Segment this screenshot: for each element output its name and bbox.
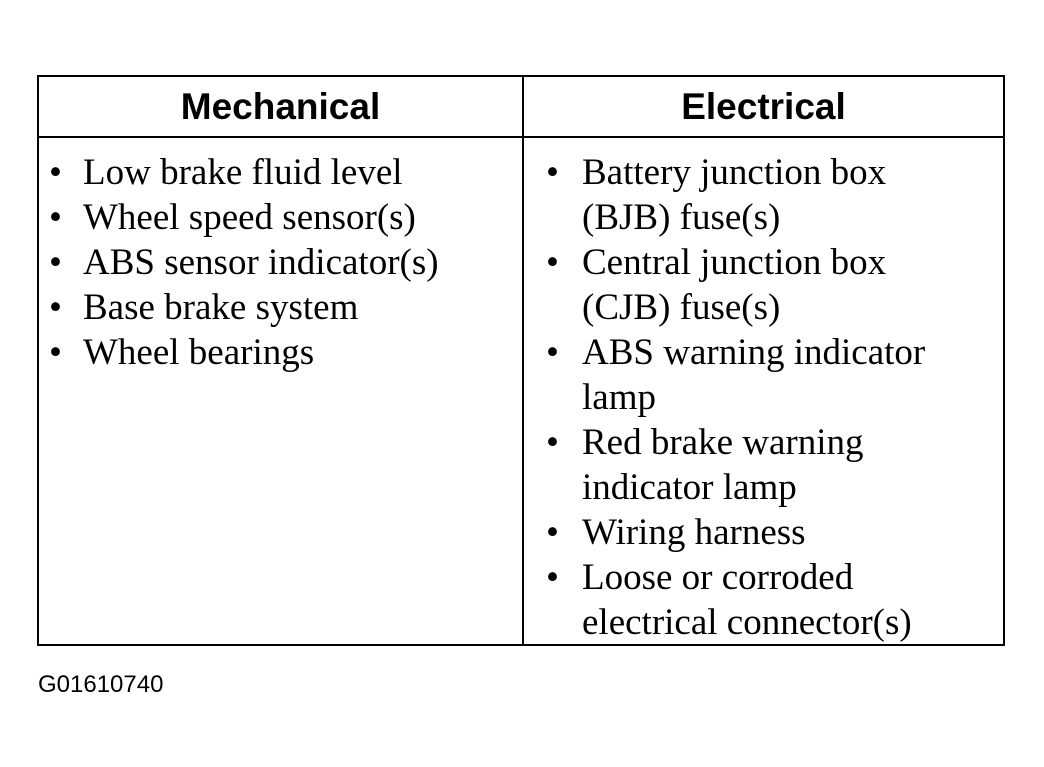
header-mechanical: Mechanical <box>39 77 524 138</box>
item-text-line: (CJB) fuse(s) <box>582 287 781 328</box>
item-text: Base brake system <box>83 287 359 328</box>
diagnostic-table: Mechanical Electrical • Low brake fluid … <box>37 75 1005 646</box>
list-item: • ABS warning indicator lamp <box>524 330 1003 420</box>
bullet-icon: • <box>49 197 62 238</box>
item-text-line: (BJB) fuse(s) <box>582 197 781 238</box>
list-item: • Loose or corroded electrical connector… <box>524 555 1003 645</box>
item-text-line: Battery junction box <box>582 152 887 193</box>
list-item: • Red brake warning indicator lamp <box>524 420 1003 510</box>
bullet-icon: • <box>546 557 559 598</box>
figure-id-label: G01610740 <box>38 671 164 698</box>
item-text-line: electrical connector(s) <box>582 602 912 643</box>
bullet-icon: • <box>49 152 62 193</box>
item-text-line: indicator lamp <box>582 467 797 508</box>
mechanical-cell: • Low brake fluid level • Wheel speed se… <box>39 138 524 645</box>
bullet-icon: • <box>49 287 62 328</box>
bullet-icon: • <box>49 242 62 283</box>
item-text-line: Wiring harness <box>582 512 806 553</box>
electrical-list: • Battery junction box (BJB) fuse(s) • C… <box>524 150 1003 645</box>
list-item: • ABS sensor indicator(s) <box>39 240 522 285</box>
item-text-line: Central junction box <box>582 242 887 283</box>
list-item: • Central junction box (CJB) fuse(s) <box>524 240 1003 330</box>
item-text: Wheel bearings <box>83 332 315 373</box>
item-text-line: lamp <box>582 377 656 418</box>
item-text: Wheel speed sensor(s) <box>83 197 416 238</box>
bullet-icon: • <box>49 332 62 373</box>
list-item: • Low brake fluid level <box>39 150 522 195</box>
list-item: • Battery junction box (BJB) fuse(s) <box>524 150 1003 240</box>
list-item: • Wheel bearings <box>39 330 522 375</box>
list-item: • Base brake system <box>39 285 522 330</box>
bullet-icon: • <box>546 332 559 373</box>
bullet-icon: • <box>546 512 559 553</box>
bullet-icon: • <box>546 242 559 283</box>
list-item: • Wiring harness <box>524 510 1003 555</box>
item-text-line: Red brake warning <box>582 422 864 463</box>
header-electrical: Electrical <box>524 77 1003 138</box>
item-text-line: ABS warning indicator <box>582 332 926 373</box>
bullet-icon: • <box>546 152 559 193</box>
item-text: ABS sensor indicator(s) <box>83 242 439 283</box>
mechanical-list: • Low brake fluid level • Wheel speed se… <box>39 150 522 375</box>
item-text: Low brake fluid level <box>83 152 403 193</box>
electrical-cell: • Battery junction box (BJB) fuse(s) • C… <box>524 138 1003 645</box>
item-text-line: Loose or corroded <box>582 557 854 598</box>
bullet-icon: • <box>546 422 559 463</box>
list-item: • Wheel speed sensor(s) <box>39 195 522 240</box>
